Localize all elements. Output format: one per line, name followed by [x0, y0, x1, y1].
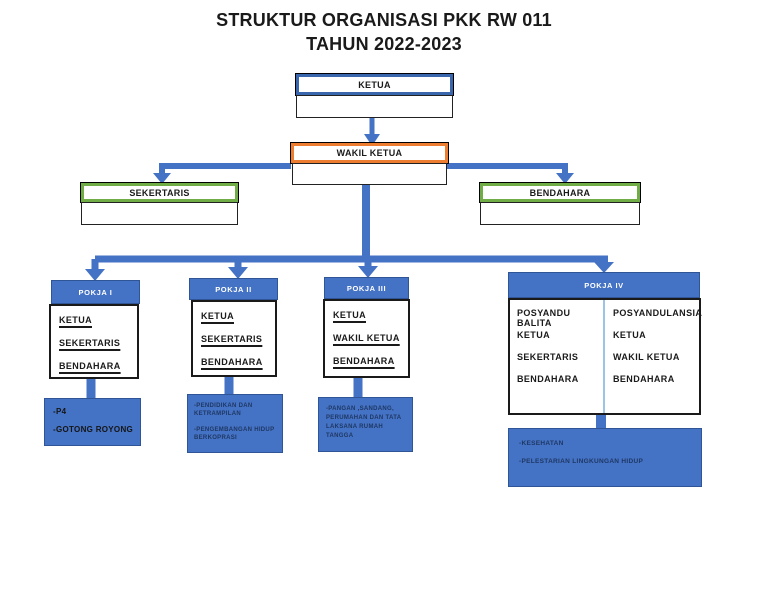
pokja1-programs: -P4 -GOTONG ROYONG: [44, 398, 141, 446]
pokja2-programs: -PENDIDIKAN DAN KETRAMPILAN -PENGEMBANGA…: [187, 394, 283, 453]
pokja3-member: WAKIL KETUA: [333, 333, 400, 343]
pokja2-member: KETUA: [201, 311, 234, 321]
sekertaris-name-box: [81, 202, 238, 225]
ketua-box: KETUA: [295, 73, 454, 96]
pokja4-program: -PELESTARIAN LINGKUNGAN HIDUP: [519, 458, 644, 465]
pokja4-right-item: WAKIL KETUA: [613, 352, 680, 362]
pokja4-members: POSYANDU BALITA KETUA SEKERTARIS BENDAHA…: [508, 298, 703, 415]
pokja3-member: BENDAHARA: [333, 356, 395, 366]
page-title-line1: STRUKTUR ORGANISASI PKK RW 011: [216, 10, 552, 30]
pokja3-program: -PANGAN ,SANDANG, PERUMAHAN DAN TATA LAK…: [326, 406, 402, 439]
pokja1-member: SEKERTARIS: [59, 338, 121, 348]
pokja2-program: -PENDIDIKAN DAN KETRAMPILAN: [194, 403, 253, 417]
ketua-name-box: [296, 95, 453, 118]
pokja3-programs: -PANGAN ,SANDANG, PERUMAHAN DAN TATA LAK…: [318, 397, 413, 452]
pokja4-right-item: BENDAHARA: [613, 374, 675, 384]
pokja2-program: -PENGEMBANGAN HIDUP BERKOPRASI: [194, 427, 275, 441]
pokja2-label: POKJA II: [215, 284, 252, 294]
sekertaris-box: SEKERTARIS: [80, 182, 239, 203]
pokja4-left-item: POSYANDU BALITA: [517, 308, 571, 328]
pokja1-program: -P4: [53, 407, 67, 416]
pokja3-label: POKJA III: [346, 283, 387, 293]
pokja1-header: POKJA I: [51, 280, 140, 304]
bendahara-label: BENDAHARA: [529, 187, 591, 198]
bendahara-box: BENDAHARA: [479, 182, 641, 203]
pokja3-member: KETUA: [333, 310, 366, 320]
pokja1-label: POKJA I: [78, 287, 113, 297]
pokja4-left-item: SEKERTARIS: [517, 352, 579, 362]
pokja1-member: BENDAHARA: [59, 361, 121, 371]
pokja1-member: KETUA: [59, 315, 92, 325]
pokja1-program: -GOTONG ROYONG: [53, 425, 134, 434]
wakil-ketua-label: WAKIL KETUA: [336, 148, 403, 158]
pokja4-programs: -KESEHATAN -PELESTARIAN LINGKUNGAN HIDUP: [508, 428, 702, 487]
pokja3-members: KETUA WAKIL KETUA BENDAHARA: [323, 299, 410, 378]
wakil-ketua-box: WAKIL KETUA: [290, 142, 449, 164]
pokja2-member: SEKERTARIS: [201, 334, 263, 344]
connector-wakil-bendahara: [447, 163, 568, 174]
pokja4-left-column: POSYANDU BALITA KETUA SEKERTARIS BENDAHA…: [510, 300, 603, 413]
pokja2-member: BENDAHARA: [201, 357, 263, 367]
pokja4-right-column: POSYANDULANSIA KETUA WAKIL KETUA BENDAHA…: [605, 300, 703, 413]
connector-wakil-sekertaris: [159, 163, 291, 174]
page-title: STRUKTUR ORGANISASI PKK RW 011 TAHUN 202…: [0, 8, 768, 56]
pokja4-left-item: KETUA: [517, 330, 550, 340]
pokja4-program: -KESEHATAN: [519, 440, 564, 447]
ketua-label: KETUA: [358, 79, 391, 90]
pokja4-label: POKJA IV: [584, 280, 624, 290]
sekertaris-label: SEKERTARIS: [129, 187, 190, 198]
column-divider: [603, 300, 605, 413]
pokja4-right-item: KETUA: [613, 330, 646, 340]
pokja2-header: POKJA II: [189, 278, 278, 300]
page-title-line2: TAHUN 2022-2023: [306, 34, 462, 54]
pokja4-right-item: POSYANDULANSIA: [613, 308, 703, 318]
pokja1-members: KETUA SEKERTARIS BENDAHARA: [49, 304, 139, 379]
wakil-ketua-name-box: [292, 163, 447, 185]
pokja4-left-item: BENDAHARA: [517, 374, 579, 384]
bendahara-name-box: [480, 202, 640, 225]
pokja4-header: POKJA IV: [508, 272, 700, 298]
pokja3-header: POKJA III: [324, 277, 409, 299]
pokja2-members: KETUA SEKERTARIS BENDAHARA: [191, 300, 277, 377]
